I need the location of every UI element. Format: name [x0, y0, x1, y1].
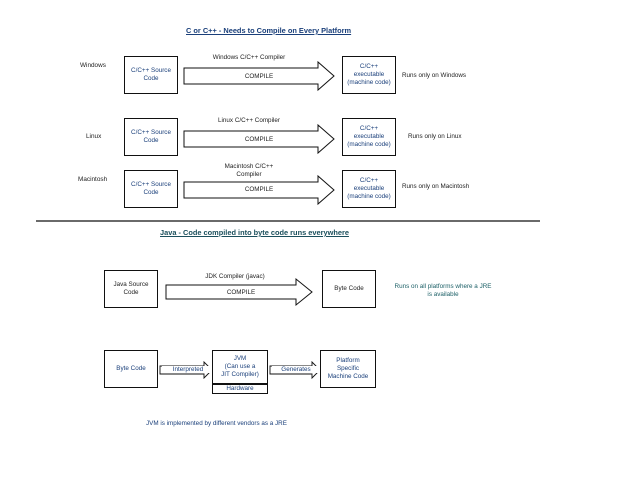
executable-box-linux: C/C++ executable (machine code) [342, 118, 396, 156]
box-line: C/C++ [359, 63, 379, 71]
platform-label-macintosh: Macintosh [78, 176, 108, 183]
compiler-label-macintosh: Macintosh C/C++ Compiler [194, 163, 304, 178]
compile-text-macintosh: COMPILE [244, 186, 274, 193]
box-line: Java Source [113, 281, 149, 289]
runs-note-linux: Runs only on Linux [408, 133, 462, 140]
box-line: Machine Code [327, 372, 369, 380]
executable-box-macintosh: C/C++ executable (machine code) [342, 170, 396, 208]
box-line: Hardware [226, 385, 254, 393]
cpp-source-box-macintosh: C/C++ Source Code [124, 170, 178, 208]
bytecode-output-box: Byte Code [322, 270, 376, 308]
runs-all-platforms-note: Runs on all platforms where a JRE is ava… [380, 283, 506, 298]
box-line: C/C++ Source [131, 129, 171, 137]
box-line: Byte Code [334, 285, 364, 293]
note-line: is available [427, 290, 459, 298]
box-line: C/C++ Source [131, 67, 171, 75]
box-line: Code [123, 289, 139, 296]
compiler-label-windows: Windows C/C++ Compiler [194, 54, 304, 62]
box-line: executable [353, 133, 385, 141]
compiler-label-line: Linux C/C++ Compiler [218, 117, 280, 124]
jvm-box: JVM (Can use a JIT Compiler) [212, 350, 268, 384]
interpreted-label: Interpreted [162, 366, 214, 373]
box-line: Byte Code [116, 365, 146, 373]
compile-arrow-java [165, 277, 313, 307]
cpp-source-box-windows: C/C++ Source Code [124, 56, 178, 94]
box-line: (Can use a [224, 363, 256, 371]
compiler-label-line: Windows C/C++ Compiler [212, 54, 286, 61]
cpp-source-box-linux: C/C++ Source Code [124, 118, 178, 156]
runs-note-macintosh: Runs only on Macintosh [402, 183, 470, 190]
platform-label-windows: Windows [80, 62, 106, 69]
box-line: executable [353, 185, 385, 193]
compile-arrow-macintosh [183, 174, 335, 206]
box-line: Specific [336, 365, 360, 373]
box-line: Platform [336, 357, 360, 365]
hardware-box: Hardware [212, 384, 268, 394]
box-line: Code [143, 75, 159, 82]
cpp-section-heading: C or C++ - Needs to Compile on Every Pla… [186, 26, 352, 35]
box-line: (machine code) [347, 192, 391, 200]
box-line: executable [353, 71, 385, 79]
box-line: (machine code) [347, 140, 391, 148]
compile-arrow-windows [183, 60, 335, 92]
jvm-vendors-note: JVM is implemented by different vendors … [146, 420, 287, 427]
box-line: C/C++ [359, 125, 379, 133]
box-line: C/C++ Source [131, 181, 171, 189]
box-line: JVM [233, 355, 247, 363]
note-line: Runs on all platforms where a JRE [394, 283, 492, 290]
executable-box-windows: C/C++ executable (machine code) [342, 56, 396, 94]
compiler-label-linux: Linux C/C++ Compiler [194, 117, 304, 125]
box-line: JIT Compiler) [221, 370, 259, 378]
jdk-compiler-label: JDK Compiler (javac) [205, 273, 265, 280]
bytecode-input-box: Byte Code [104, 350, 158, 388]
box-line: C/C++ [359, 177, 379, 185]
platform-label-linux: Linux [86, 133, 102, 140]
java-section-heading: Java - Code compiled into byte code runs… [160, 228, 349, 237]
box-line: (machine code) [347, 78, 391, 86]
box-line: Code [143, 137, 159, 144]
box-line: Code [143, 189, 159, 196]
compile-text-java: COMPILE [226, 289, 256, 296]
runs-note-windows: Runs only on Windows [402, 72, 467, 79]
compile-arrow-linux [183, 123, 335, 155]
java-source-box: Java Source Code [104, 270, 158, 308]
compile-text-linux: COMPILE [244, 136, 274, 143]
compile-text-windows: COMPILE [244, 73, 274, 80]
compiler-label-line: Compiler [236, 170, 262, 178]
generates-label: Generates [272, 366, 320, 373]
machine-code-box: Platform Specific Machine Code [320, 350, 376, 388]
compiler-label-line: Macintosh C/C++ [224, 163, 274, 170]
